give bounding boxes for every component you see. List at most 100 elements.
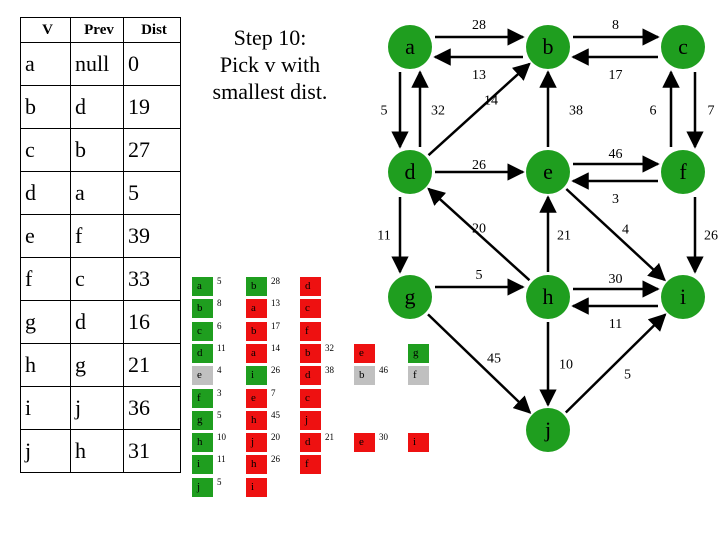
edge-weight-label: 11 (377, 229, 390, 244)
adjacency-entry: d (300, 366, 321, 386)
adjacency-entry-vertex: f (305, 458, 309, 471)
edge-d-b (427, 62, 531, 157)
adjacency-weight: 20 (271, 432, 280, 443)
adjacency-entry-vertex: d (305, 369, 311, 382)
node-h (526, 275, 570, 319)
adjacency-entry: h (246, 455, 267, 475)
edge-weight-label: 13 (472, 68, 486, 83)
adjacency-weight: 38 (325, 365, 334, 376)
adjacency-entry: c (300, 388, 321, 408)
adjacency-entry-vertex: g (413, 346, 419, 359)
adjacency-entry-vertex: h (251, 413, 257, 426)
edge-weight-label: 10 (559, 358, 573, 373)
adjacency-weight: 8 (217, 298, 222, 309)
adjacency-entry: i (408, 433, 429, 453)
adjacency-weight: 26 (271, 365, 280, 376)
node-label: h (543, 284, 554, 309)
adjacency-head-label: i (197, 458, 201, 471)
adjacency-weight: 46 (379, 365, 388, 376)
adjacency-weight: 4 (217, 365, 222, 376)
adjacency-entry: i (246, 366, 267, 386)
step-instruction: Step 10: Pick v with smallest dist. (212, 25, 328, 104)
adjacency-entry: e (354, 343, 375, 363)
cell-dist: 21 (123, 343, 181, 387)
edge-weight-label: 7 (708, 104, 715, 119)
adjacency-entry: b (246, 277, 267, 296)
node-i (661, 275, 705, 319)
adjacency-head-h: h (192, 433, 213, 453)
cell-dist: 39 (123, 214, 181, 258)
header-dist: Dist (123, 17, 181, 43)
adjacency-entry-vertex: e (251, 391, 256, 404)
cell-dist: 0 (123, 42, 181, 86)
adjacency-weight: 21 (325, 432, 334, 443)
cell-dist: 16 (123, 300, 181, 344)
edge-weight-label: 46 (609, 147, 623, 162)
edge-weight-label: 8 (612, 18, 619, 33)
cell-dist: 5 (123, 171, 181, 215)
adjacency-head-g: g (192, 410, 213, 430)
node-label: e (543, 159, 553, 184)
cell-prev: c (70, 257, 124, 301)
edge-g-j (427, 313, 532, 414)
cell-dist: 31 (123, 429, 181, 473)
adjacency-entry: d (300, 433, 321, 453)
adjacency-entry-vertex: b (305, 346, 311, 359)
node-d (388, 150, 432, 194)
adjacency-entry: f (300, 321, 321, 341)
node-c (661, 25, 705, 69)
adjacency-entry-vertex: e (359, 346, 364, 359)
adjacency-weight: 28 (271, 276, 280, 286)
adjacency-head-e: e (192, 366, 213, 386)
cell-vertex: e (20, 214, 71, 258)
adjacency-entry-vertex: e (359, 436, 364, 449)
adjacency-weight: 10 (217, 432, 226, 443)
node-e (526, 150, 570, 194)
adjacency-head-d: d (192, 343, 213, 363)
adjacency-weight: 17 (271, 320, 280, 331)
adjacency-weight: 26 (271, 454, 280, 465)
adjacency-head-label: d (197, 346, 203, 359)
cell-prev: d (70, 300, 124, 344)
adjacency-weight: 45 (271, 409, 280, 420)
adjacency-entry-vertex: i (413, 436, 417, 449)
cell-dist: 33 (123, 257, 181, 301)
adjacency-entry: b (354, 366, 375, 386)
adjacency-weight: 14 (271, 342, 280, 353)
edge-weight-label: 26 (704, 229, 718, 244)
adjacency-weight: 6 (217, 320, 222, 331)
adjacency-head-label: j (197, 480, 201, 493)
edge-weight-label: 45 (487, 352, 501, 367)
adjacency-entry-vertex: i (251, 480, 255, 493)
adjacency-entry-vertex: c (305, 391, 310, 404)
adjacency-entry: b (246, 321, 267, 341)
adjacency-weight: 30 (379, 432, 388, 443)
adjacency-head-f: f (192, 388, 213, 408)
adjacency-entry-vertex: j (305, 413, 309, 426)
node-b (526, 25, 570, 69)
adjacency-head-i: i (192, 455, 213, 475)
adjacency-entry-vertex: b (251, 280, 257, 292)
cell-prev: a (70, 171, 124, 215)
adjacency-entry: e (246, 388, 267, 408)
node-a (388, 25, 432, 69)
edge-j-i (564, 313, 667, 414)
adjacency-entry: a (246, 299, 267, 319)
edge-h-d (427, 187, 531, 282)
edge-weight-label: 3 (612, 192, 619, 207)
adjacency-head-label: a (197, 280, 202, 292)
adjacency-entry: j (246, 433, 267, 453)
node-f (661, 150, 705, 194)
adjacency-entry-vertex: a (251, 346, 256, 359)
adjacency-head-label: g (197, 413, 203, 426)
adjacency-head-a: a (192, 277, 213, 296)
adjacency-entry-vertex: f (305, 324, 309, 337)
edge-weight-label: 32 (431, 104, 445, 119)
adjacency-entry-vertex: j (251, 436, 255, 449)
